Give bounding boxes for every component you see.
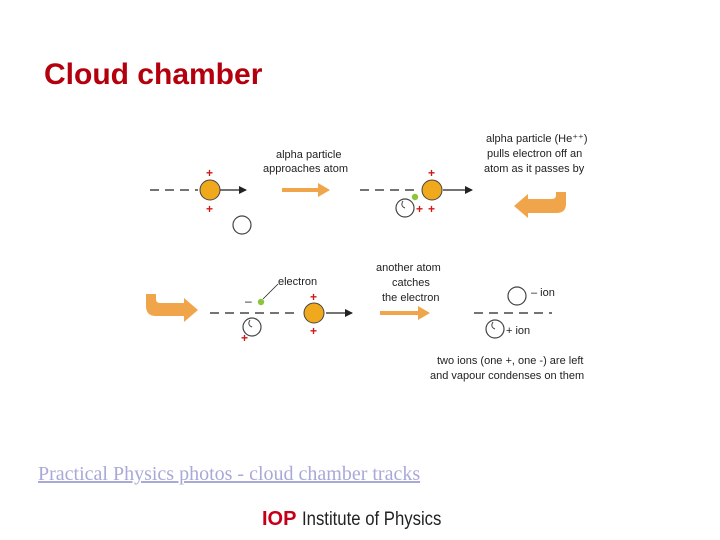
electron bbox=[257, 298, 265, 306]
label-electron: electron bbox=[278, 276, 317, 288]
label-catches-line2: catches bbox=[392, 277, 430, 289]
logo-mark: IOP bbox=[262, 508, 297, 530]
electron-leader-line bbox=[262, 283, 279, 300]
label-approach-line1: alpha particle bbox=[276, 149, 341, 161]
alpha-particle bbox=[303, 302, 325, 324]
alpha-particle bbox=[421, 179, 443, 201]
label-pulls-line3: atom as it passes by bbox=[484, 163, 585, 175]
arrow-right-icon bbox=[282, 183, 330, 197]
plus-sign: + bbox=[310, 324, 317, 338]
u-turn-arrow-icon bbox=[146, 294, 198, 322]
label-approach-line2: approaches atom bbox=[263, 163, 348, 175]
iop-logo: IOP Institute of Physics bbox=[262, 508, 461, 531]
electron-curl-icon bbox=[248, 319, 253, 328]
stage-approach: + + alpha particle approaches atom bbox=[150, 149, 348, 235]
photos-link[interactable]: Practical Physics photos - cloud chamber… bbox=[38, 463, 421, 485]
label-pulls-line1: alpha particle (He⁺⁺) bbox=[486, 133, 588, 145]
plus-sign: + bbox=[310, 290, 317, 304]
label-catches-line1: another atom bbox=[376, 262, 441, 274]
minus-sign: – bbox=[245, 294, 252, 308]
logo-name: Institute of Physics bbox=[302, 509, 442, 530]
label-result-line2: and vapour condenses on them bbox=[430, 370, 584, 382]
label-catches-line3: the electron bbox=[382, 292, 439, 304]
stage-pull: + + + alpha particle (He⁺⁺) pulls electr… bbox=[360, 133, 588, 218]
label-pulls-line2: pulls electron off an bbox=[487, 148, 582, 160]
label-positive-ion: + ion bbox=[506, 325, 530, 337]
plus-sign: + bbox=[241, 331, 248, 345]
plus-sign: + bbox=[428, 202, 435, 216]
arrow-right-icon bbox=[380, 306, 430, 320]
plus-sign: + bbox=[428, 166, 435, 180]
negative-ion bbox=[507, 286, 527, 306]
electron-curl-icon bbox=[401, 200, 406, 209]
neutral-atom bbox=[232, 215, 252, 235]
plus-sign: + bbox=[416, 202, 423, 216]
stage-electron-travel: + + + – electron another atom catches th… bbox=[146, 262, 441, 345]
electron bbox=[411, 193, 419, 201]
alpha-particle bbox=[199, 179, 221, 201]
u-turn-arrow-icon bbox=[514, 192, 566, 218]
electron-curl-icon bbox=[491, 321, 496, 330]
plus-sign: + bbox=[206, 202, 213, 216]
label-negative-ion: – ion bbox=[531, 287, 555, 299]
slide-title: Cloud chamber bbox=[44, 58, 263, 91]
label-result-line1: two ions (one +, one -) are left bbox=[437, 355, 583, 367]
plus-sign: + bbox=[206, 166, 213, 180]
stage-ions: – ion + ion two ions (one +, one -) are … bbox=[430, 286, 584, 382]
